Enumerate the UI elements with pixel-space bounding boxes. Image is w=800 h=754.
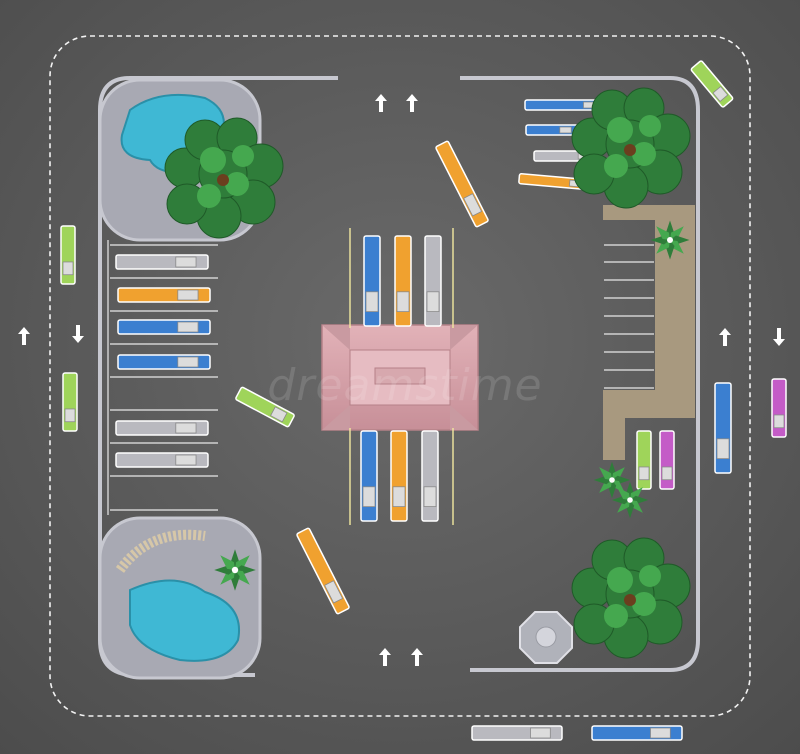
arrow-up-icon xyxy=(375,94,387,112)
pond-icon xyxy=(129,579,240,662)
tree-layer xyxy=(164,87,691,659)
island-bottom-left xyxy=(98,516,262,680)
bus-icon xyxy=(360,430,378,522)
bus-layer xyxy=(60,60,787,741)
bus-icon xyxy=(390,430,408,522)
palm-icon xyxy=(611,481,649,519)
arrow-up-icon xyxy=(411,648,423,666)
bus-icon xyxy=(471,725,563,741)
bus-icon xyxy=(636,430,652,490)
bus-icon xyxy=(115,452,209,468)
palm-icon xyxy=(593,461,631,499)
left-parking-stripes xyxy=(107,240,218,515)
walkway xyxy=(603,205,695,460)
arrow-layer xyxy=(18,94,785,666)
bus-icon xyxy=(421,430,439,522)
bus-icon xyxy=(117,319,211,335)
tree-icon xyxy=(571,87,691,209)
terminal-building xyxy=(321,324,479,431)
arrow-down-icon xyxy=(72,325,84,343)
bus-icon xyxy=(117,354,211,370)
arrow-up-icon xyxy=(406,94,418,112)
bus-icon xyxy=(424,235,442,327)
bus-icon xyxy=(117,287,211,303)
tree-icon xyxy=(164,117,284,239)
palm-icon xyxy=(214,549,256,591)
arrow-up-icon xyxy=(18,327,30,345)
dashed-road-boundary xyxy=(49,35,751,717)
bus-icon xyxy=(115,420,209,436)
right-parking-stripes xyxy=(604,244,654,389)
bus-icon xyxy=(525,124,579,136)
bus-icon xyxy=(296,527,350,615)
arrow-down-icon xyxy=(773,328,785,346)
fountain-icon xyxy=(519,611,573,664)
bus-icon xyxy=(115,254,209,270)
inner-curb-right xyxy=(460,76,700,672)
bus-icon xyxy=(690,60,734,108)
bus-icon xyxy=(771,378,787,438)
bus-icon xyxy=(591,725,683,741)
bus-icon xyxy=(714,382,732,474)
central-bay-lines xyxy=(349,228,454,525)
arrow-up-icon xyxy=(719,328,731,346)
bus-icon xyxy=(659,430,675,490)
bus-icon xyxy=(235,386,295,428)
bus-icon xyxy=(62,372,78,432)
palm-icon xyxy=(650,220,690,260)
tree-icon xyxy=(571,537,691,659)
arrow-up-icon xyxy=(379,648,391,666)
bus-icon xyxy=(435,140,489,228)
bus-icon xyxy=(363,235,381,327)
bus-icon xyxy=(394,235,412,327)
bus-icon xyxy=(60,225,76,285)
